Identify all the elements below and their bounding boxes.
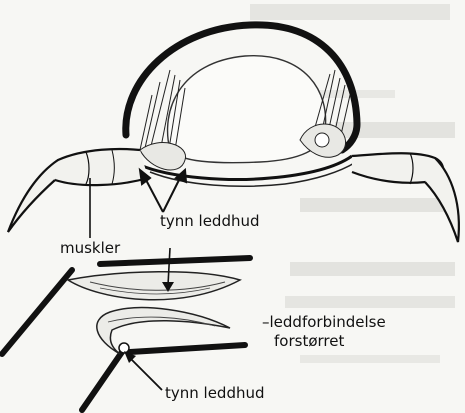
bleed-bar — [250, 4, 450, 20]
right-leg — [352, 153, 459, 242]
left-leg — [8, 149, 148, 232]
bleed-bar — [300, 198, 455, 212]
joint-lower-plate — [82, 352, 122, 410]
label-thin-membrane-bottom: tynn leddhud — [165, 384, 265, 402]
label-joint-enlarged-1: –leddforbindelse — [262, 313, 386, 331]
bleed-bar — [285, 296, 455, 308]
lower-plate — [2, 270, 72, 354]
upper-plate — [100, 258, 250, 264]
muscle-detail — [2, 248, 250, 354]
bleed-bar — [290, 262, 455, 276]
bleed-bar — [300, 355, 440, 363]
label-thin-membrane-top: tynn leddhud — [160, 212, 260, 230]
muscle-bundle — [68, 272, 240, 300]
label-muscles: muskler — [60, 239, 121, 257]
inner-cavity — [168, 56, 326, 163]
joint-pivot — [119, 343, 129, 353]
membrane-arrow-bottom — [128, 356, 162, 390]
label-joint-enlarged-2: forstørret — [274, 332, 344, 350]
joint-upper-plate — [130, 345, 245, 352]
